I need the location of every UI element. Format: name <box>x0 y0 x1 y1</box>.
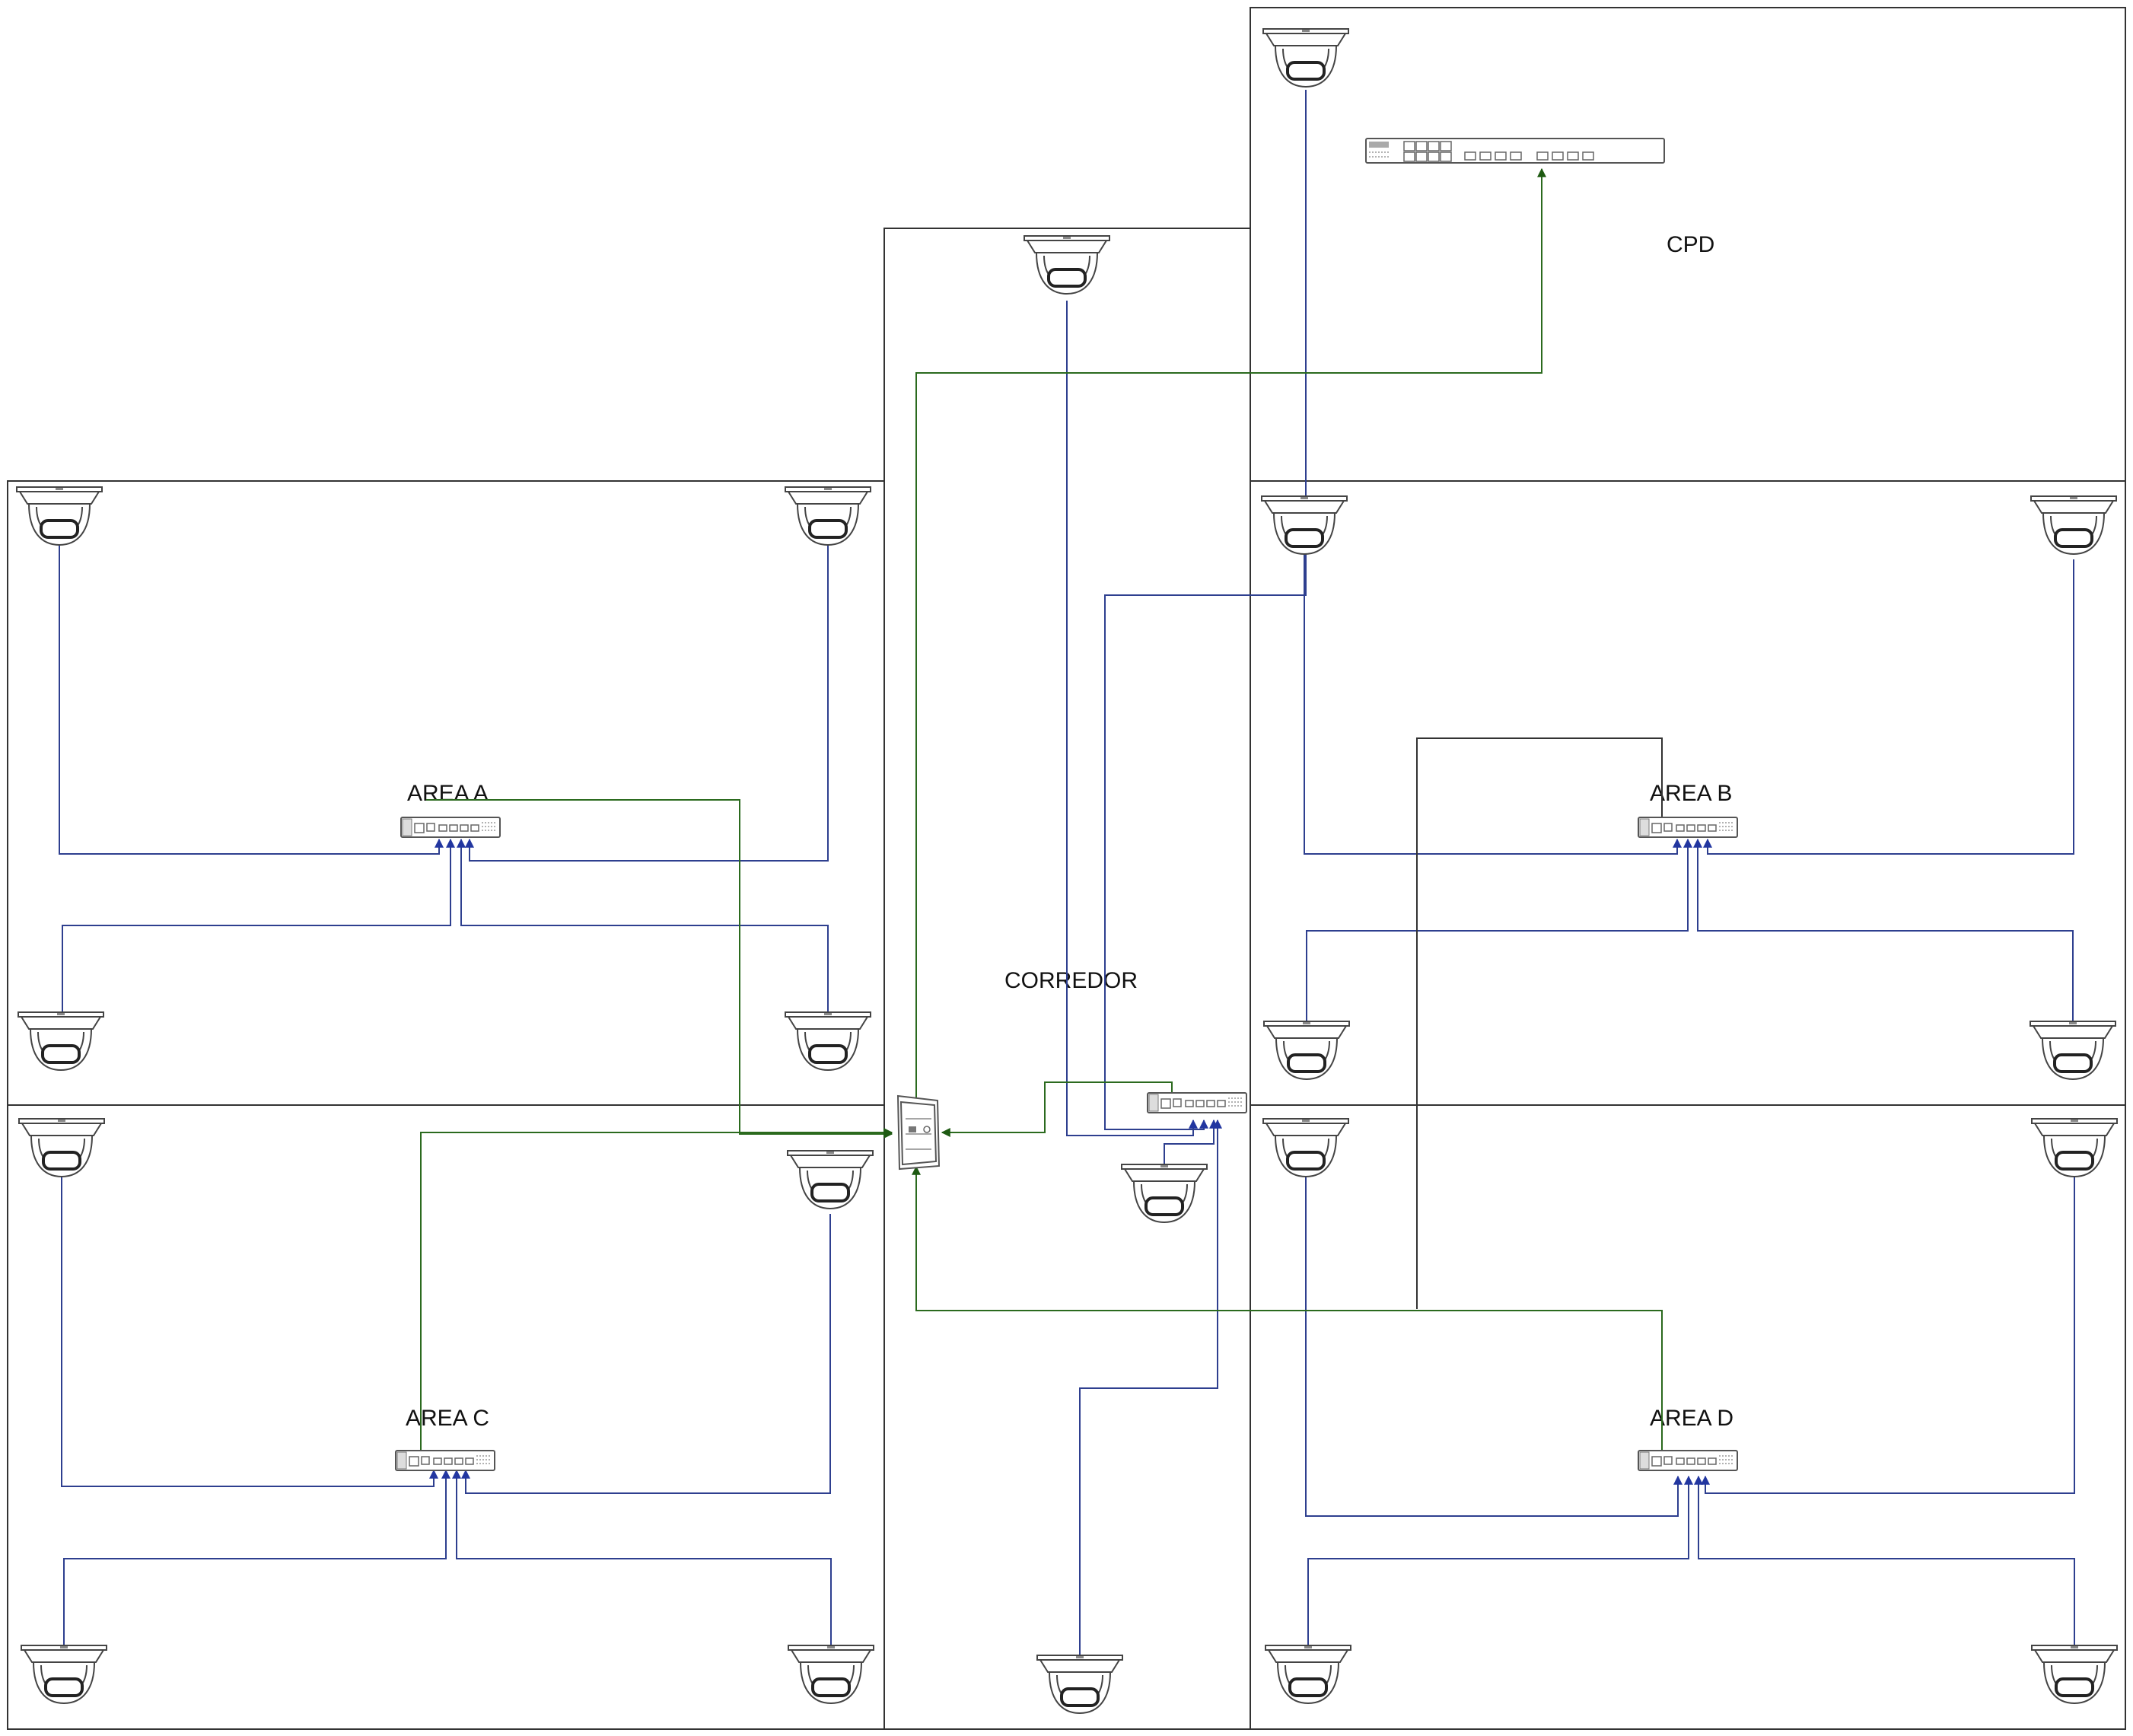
camera-cpd <box>1262 27 1350 88</box>
core-switch-icon <box>1365 138 1665 164</box>
link-cam-c1 <box>61 1153 438 1487</box>
camera-c3 <box>20 1644 108 1705</box>
label-area-a: AREA A <box>407 781 489 806</box>
camera-a4 <box>784 1011 872 1072</box>
label-area-c: AREA C <box>406 1406 489 1431</box>
camera-b1 <box>1260 495 1348 556</box>
link-cam-a2 <box>465 544 829 862</box>
link-cam-c3 <box>63 1469 450 1648</box>
label-corredor: CORREDOR <box>1004 968 1138 993</box>
link-cam-c2 <box>461 1214 831 1494</box>
uplink-core <box>915 167 1546 1104</box>
link-cam-a3 <box>62 838 455 1012</box>
label-area-d: AREA D <box>1650 1406 1733 1431</box>
link-cam-d1 <box>1305 1153 1683 1517</box>
poe-switch-area-a <box>400 817 501 838</box>
camera-corridor-mid <box>1120 1163 1208 1224</box>
uplink-area-a <box>426 799 893 1139</box>
link-cam-corridor-bottom <box>1079 1119 1222 1655</box>
poe-switch-area-d <box>1638 1450 1738 1471</box>
room-area-c <box>7 1104 885 1730</box>
link-cam-b1 <box>1304 549 1682 855</box>
camera-a3 <box>17 1011 105 1072</box>
uplink-area-c <box>420 1128 893 1451</box>
camera-links <box>59 90 2075 1655</box>
link-cam-d2 <box>1701 1153 2075 1494</box>
camera-d1 <box>1262 1117 1350 1178</box>
link-area-b-uplink <box>1416 737 1663 1309</box>
link-cam-a1 <box>59 544 444 855</box>
camera-b3 <box>1262 1020 1351 1081</box>
uplink-area-d <box>912 1165 1663 1451</box>
link-cam-d3 <box>1307 1475 1693 1648</box>
camera-b4 <box>2029 1020 2117 1081</box>
link-cam-a4 <box>457 838 829 1012</box>
label-cpd: CPD <box>1667 232 1714 257</box>
camera-corridor-bottom <box>1036 1654 1124 1715</box>
poe-switch-area-b <box>1638 817 1738 838</box>
link-cam-c4 <box>452 1469 832 1648</box>
uplinks <box>420 167 1663 1451</box>
camera-c1 <box>18 1117 106 1178</box>
camera-c4 <box>787 1644 875 1705</box>
camera-d4 <box>2030 1644 2119 1705</box>
room-area-d <box>1250 1104 2126 1730</box>
camera-a2 <box>784 486 872 546</box>
label-area-b: AREA B <box>1650 781 1732 806</box>
network-enclosure-icon <box>896 1094 941 1171</box>
link-cam-b2 <box>1703 559 2074 855</box>
camera-b2 <box>2030 495 2118 556</box>
camera-d3 <box>1264 1644 1352 1705</box>
camera-c2 <box>786 1149 874 1210</box>
link-cam-b4 <box>1693 838 2074 1021</box>
link-cam-corridor-top <box>1066 301 1198 1136</box>
camera-a1 <box>15 486 103 546</box>
poe-switch-area-c <box>395 1450 495 1471</box>
link-cam-b3 <box>1306 838 1692 1021</box>
link-cam-corridor-mid <box>1164 1119 1218 1164</box>
room-outlines <box>7 7 2126 1730</box>
link-cam-d4 <box>1694 1475 2075 1648</box>
camera-corridor-top <box>1023 234 1111 295</box>
camera-d2 <box>2030 1117 2119 1178</box>
poe-switch-corridor <box>1147 1092 1247 1113</box>
uplink-corridor <box>941 1081 1173 1137</box>
